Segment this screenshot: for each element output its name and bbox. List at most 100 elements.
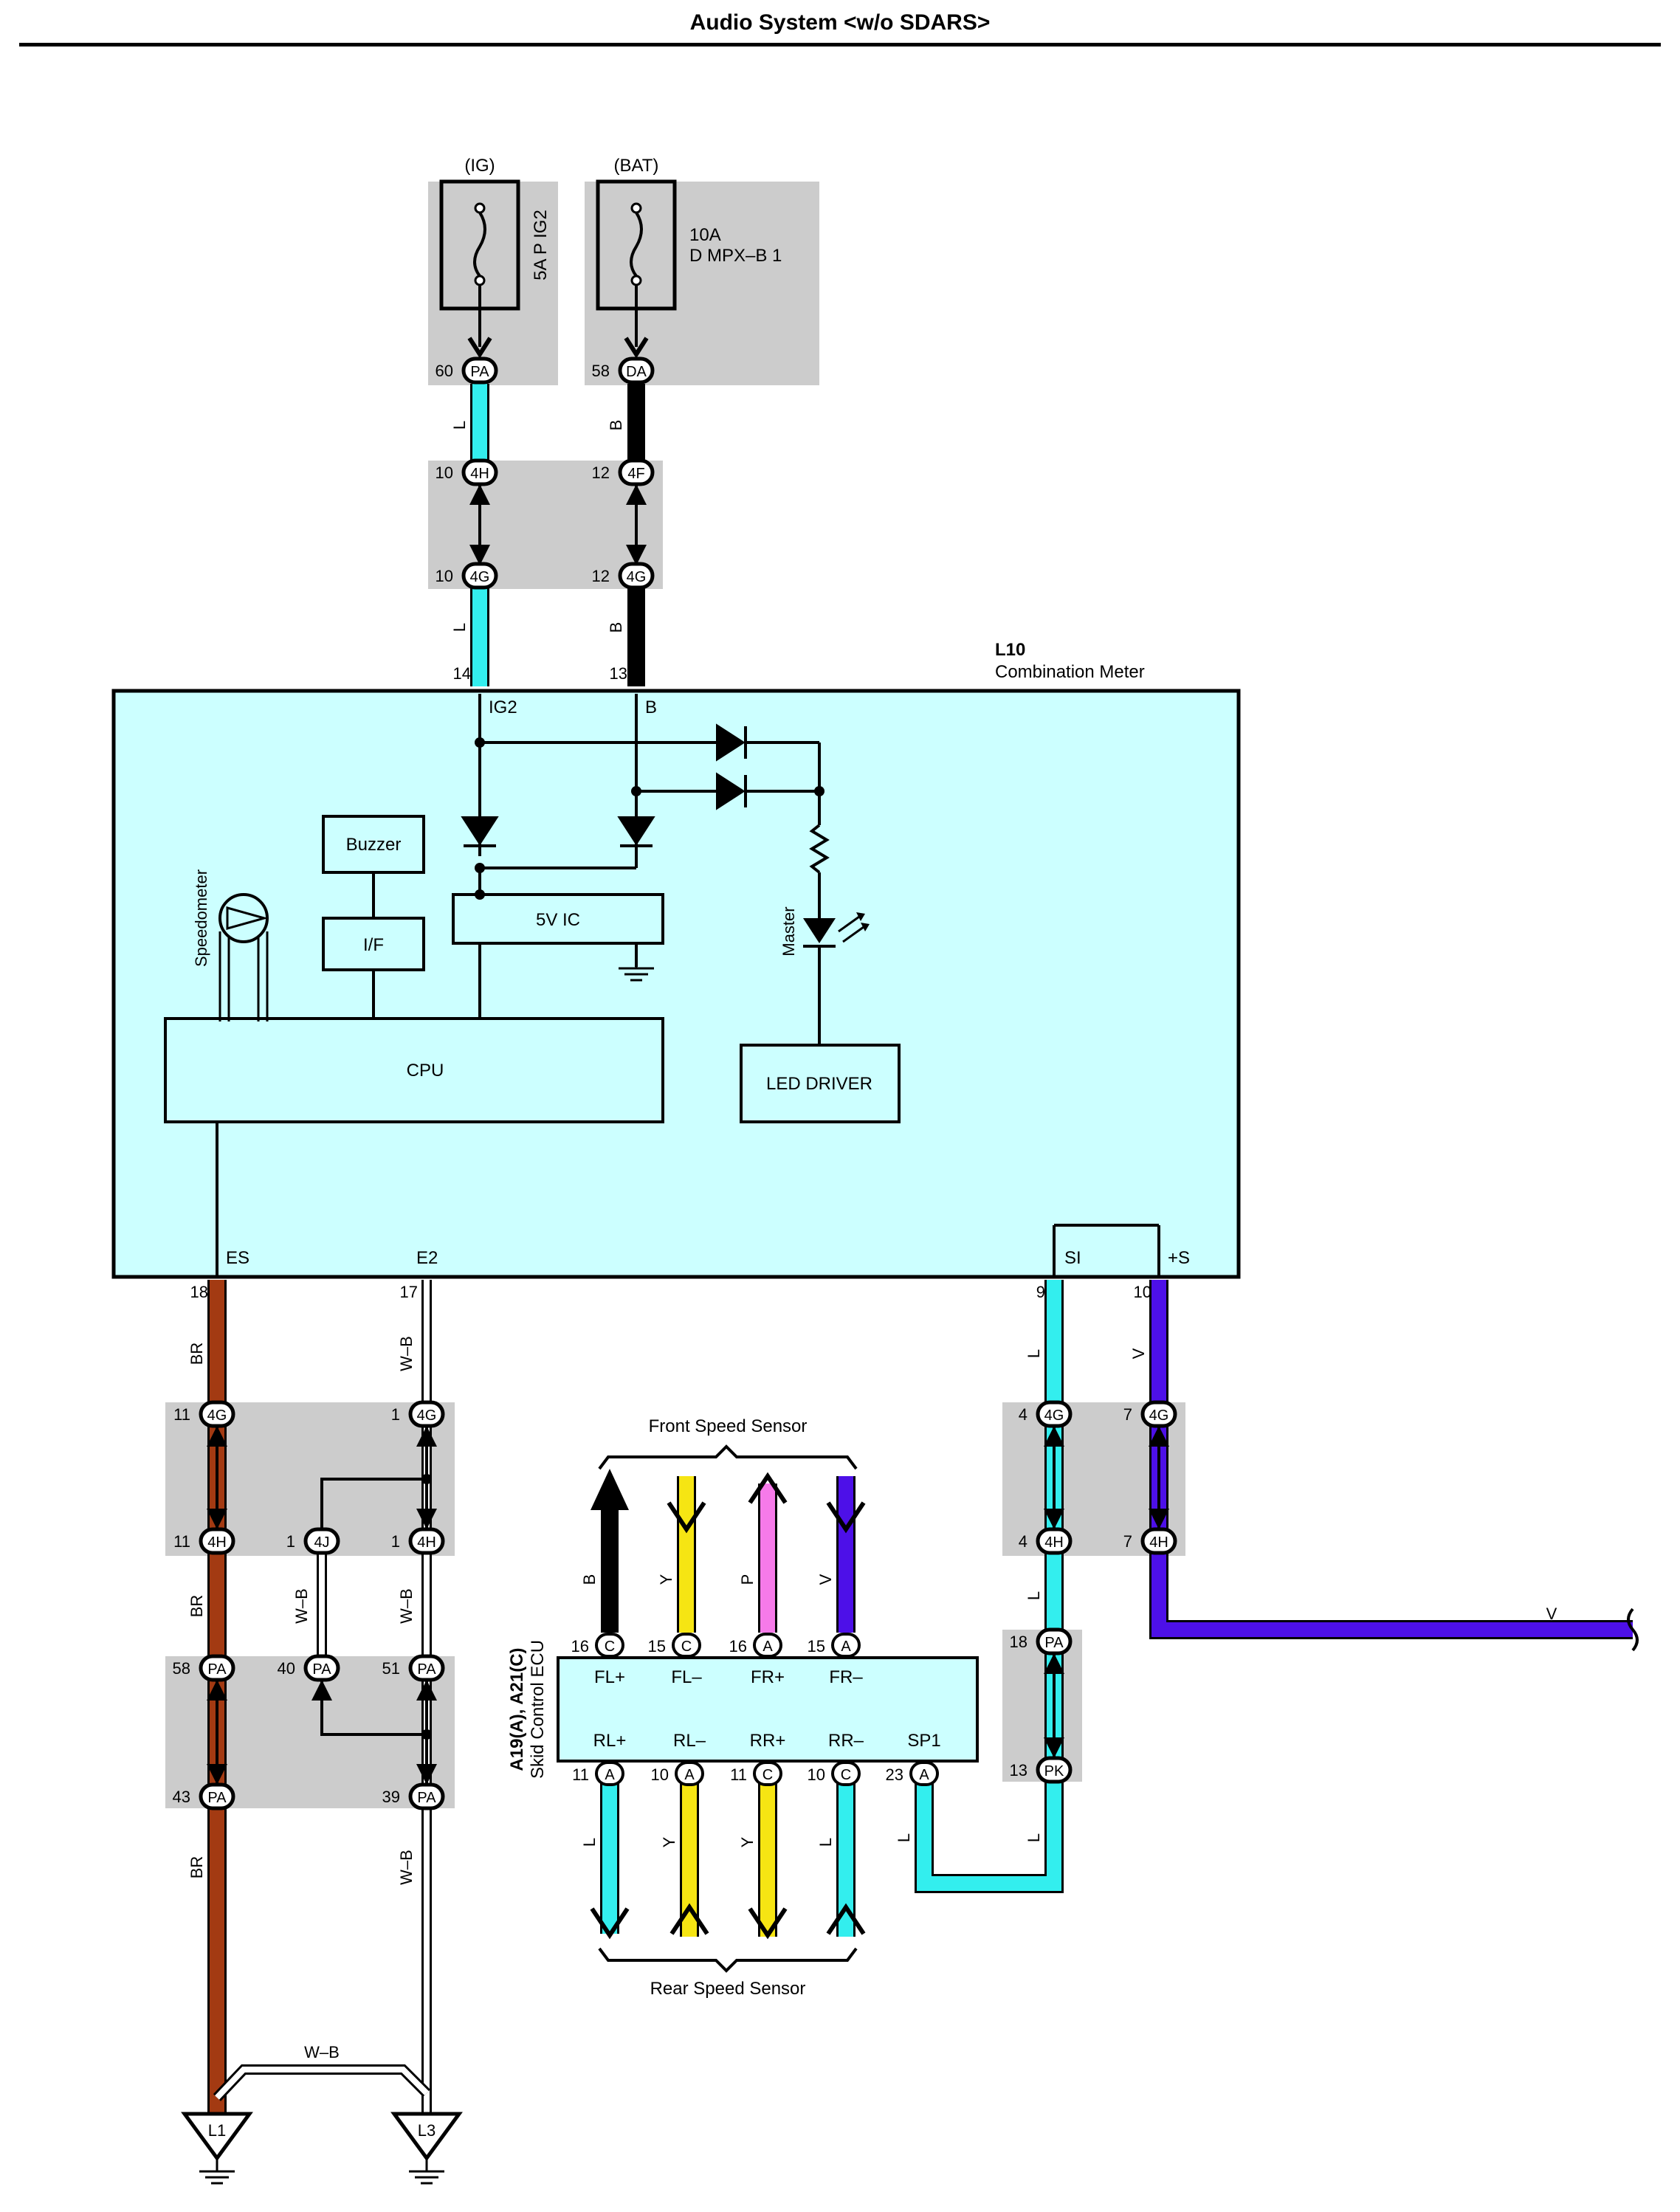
left-junction-links — [207, 1414, 437, 1796]
meter-pin-ig2: 14 — [453, 664, 471, 683]
ecu-top-conn-2: A — [762, 1639, 773, 1655]
front-sensor-brace — [598, 1444, 858, 1470]
meter-pin-si: 9 — [1036, 1283, 1045, 1301]
fuse-bat-icon — [596, 179, 677, 359]
5v-ic-block — [452, 893, 664, 945]
ecu-bottom-label-0: RL+ — [593, 1731, 627, 1751]
ecu-top-pin-1: 15 — [648, 1637, 666, 1655]
meter-terminal-s: +S — [1168, 1248, 1190, 1268]
led-driver-label: LED DRIVER — [766, 1074, 872, 1094]
buzzer-block — [322, 815, 425, 874]
ecu-bottom-pin-1: 10 — [651, 1765, 669, 1784]
lj-c10-conn: PA — [417, 1790, 436, 1806]
skid-control-ecu-box — [557, 1656, 979, 1763]
wire-label-v-1: V — [1129, 1348, 1148, 1359]
wire-label-l-2: L — [450, 623, 469, 632]
wire-label-wb-1: W–B — [397, 1336, 416, 1371]
ecu-bottom-conn-3: C — [841, 1767, 851, 1783]
tj-right-lower-pin: 12 — [592, 567, 610, 585]
ground-l3-label: L3 — [418, 2121, 436, 2140]
if-label: I/F — [363, 935, 384, 955]
ig-conn: PA — [470, 364, 489, 380]
ecu-bottom-pin-0: 11 — [572, 1765, 589, 1784]
tj-right-lower-conn: 4G — [627, 569, 647, 585]
buzzer-label: Buzzer — [346, 835, 402, 855]
rj-c5-pin: 18 — [1010, 1633, 1027, 1651]
cpu-block — [164, 1017, 664, 1123]
tj-right-upper-conn: 4F — [627, 466, 644, 482]
ecu-bottom-pin-4: 23 — [886, 1765, 903, 1784]
ig-pin: 60 — [436, 362, 453, 380]
tj-left-upper-pin: 10 — [436, 464, 453, 482]
if-block — [322, 917, 425, 971]
wire-sp1-l — [915, 1782, 1064, 1893]
meter-terminal-b: B — [645, 697, 657, 717]
wire-label-br-1: BR — [187, 1343, 206, 1365]
tj-left-upper-conn: 4H — [470, 466, 489, 482]
rj-c4-conn: 4H — [1149, 1534, 1168, 1551]
top-junction-links — [469, 472, 647, 577]
led-driver-block — [740, 1044, 901, 1123]
5v-ic-label: 5V IC — [536, 910, 580, 930]
bat-fuse-name: D MPX–B 1 — [689, 246, 782, 266]
wire-label-b-1: B — [607, 420, 625, 431]
ecu-top-pin-2: 16 — [729, 1637, 747, 1655]
rj-c6-conn: PK — [1044, 1763, 1064, 1779]
ecu-top-pin-0: 16 — [571, 1637, 589, 1655]
ecu-bottom-wire-1: Y — [660, 1836, 678, 1847]
diode-icons — [461, 723, 747, 847]
wire-fr-minus-v — [826, 1476, 866, 1633]
master-led-icon — [803, 912, 870, 948]
title-rule — [19, 43, 1661, 46]
rj-c3-pin: 4 — [1019, 1532, 1027, 1551]
combination-meter-box — [111, 689, 1241, 1279]
ecu-bottom-pin-3: 10 — [808, 1765, 825, 1784]
ecu-top-wire-1: Y — [657, 1574, 675, 1585]
ig-fuse-name: 5A P IG2 — [531, 210, 551, 280]
rear-sensor-label: Rear Speed Sensor — [650, 1979, 806, 1999]
cpu-label: CPU — [407, 1061, 444, 1081]
ecu-top-conn-0: C — [605, 1639, 615, 1655]
ecu-bottom-conn-0: A — [605, 1767, 615, 1783]
ecu-bottom-conn-1: A — [684, 1767, 695, 1783]
fuse-box-ig-background — [428, 182, 558, 385]
meter-name: Combination Meter — [995, 662, 1145, 682]
ecu-bottom-conn-2: C — [762, 1767, 773, 1783]
meter-pin-e2: 17 — [400, 1283, 418, 1301]
ecu-top-label-0: FL+ — [594, 1667, 625, 1687]
lj-c5-pin: 1 — [391, 1532, 400, 1551]
ground-l1-icon — [181, 2112, 253, 2185]
fuse-box-bat-background — [585, 182, 819, 385]
meter-code: L10 — [995, 640, 1025, 660]
wire-label-wb-3: W–B — [397, 1588, 416, 1624]
lj-c6-conn: PA — [207, 1661, 227, 1678]
lj-c8-pin: 51 — [382, 1659, 400, 1678]
ecu-code: A19(A), A21(C) — [507, 1647, 527, 1771]
ecu-connector-ovals — [595, 1633, 939, 1786]
ecu-top-label-2: FR+ — [751, 1667, 785, 1687]
speedometer-icon — [218, 893, 269, 1021]
rj-c4-pin: 7 — [1123, 1532, 1132, 1551]
wire-rr-plus-y — [748, 1783, 788, 1940]
lj-c3-pin: 11 — [173, 1532, 190, 1551]
meter-pin-es: 18 — [190, 1283, 208, 1301]
lj-c3-conn: 4H — [207, 1534, 227, 1551]
rj-c1-pin: 4 — [1019, 1405, 1027, 1424]
wire-label-l-4: L — [1025, 1591, 1043, 1600]
meter-pin-b: 13 — [610, 664, 627, 683]
meter-terminal-e2: E2 — [416, 1248, 438, 1268]
wire-label-l-5: L — [1025, 1833, 1043, 1842]
lj-c2-conn: 4G — [417, 1408, 437, 1424]
wire-fr-plus-p — [748, 1472, 788, 1633]
wire-label-l-3: L — [1025, 1349, 1043, 1358]
lj-c4-pin: 1 — [286, 1532, 295, 1551]
ecu-bottom-label-1: RL– — [673, 1731, 706, 1751]
wire-rl-minus-y — [669, 1783, 709, 1937]
ecu-top-conn-1: C — [681, 1639, 692, 1655]
lj-c8-conn: PA — [417, 1661, 436, 1678]
wire-label-br-3: BR — [187, 1856, 206, 1879]
ecu-top-pin-3: 15 — [808, 1637, 825, 1655]
lj-c2-pin: 1 — [391, 1405, 400, 1424]
ecu-bottom-label-3: RR– — [828, 1731, 864, 1751]
ecu-top-conn-3: A — [841, 1639, 851, 1655]
